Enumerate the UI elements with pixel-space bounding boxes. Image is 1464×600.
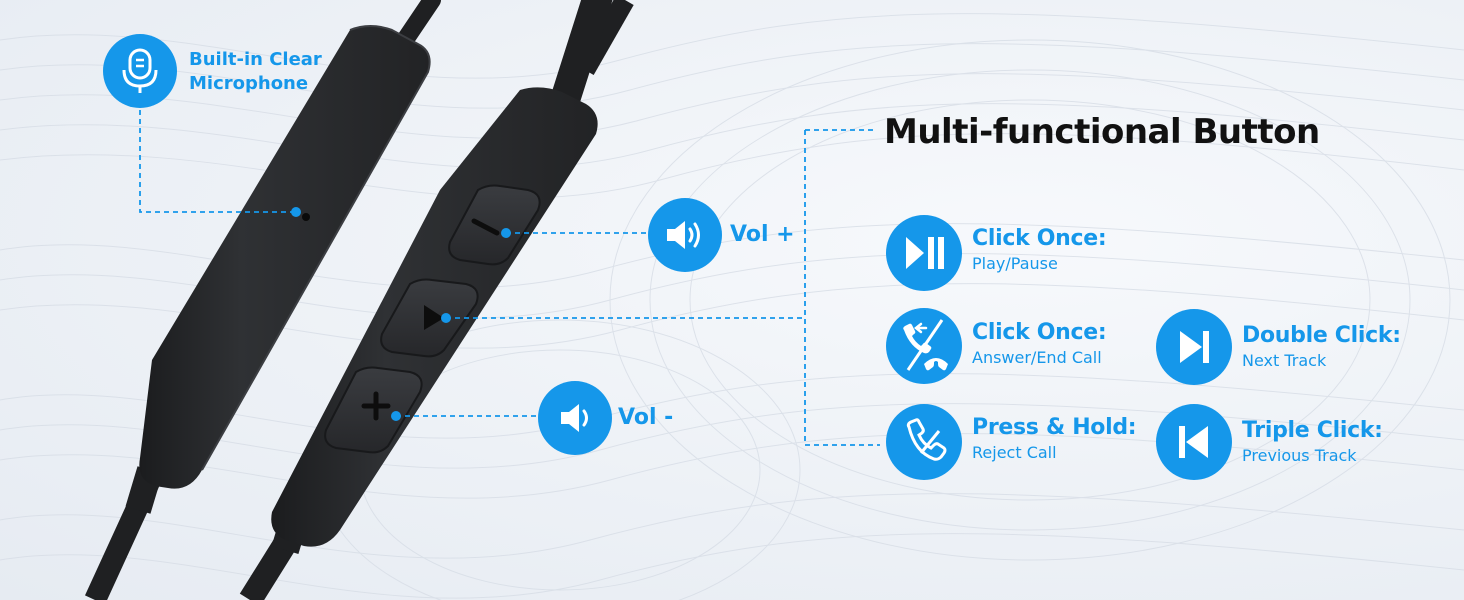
func-title-reject-call: Press & Hold:: [972, 415, 1137, 440]
func-desc-play-pause: Play/Pause: [972, 254, 1058, 273]
connector-lines: [139, 110, 880, 446]
connector-dots: [291, 207, 511, 421]
microphone-icon: [103, 34, 177, 108]
multi-function-title: Multi-functional Button: [884, 112, 1320, 152]
speaker-loud-icon: [648, 198, 722, 272]
speaker-soft-icon: [538, 381, 612, 455]
microphone-label: Built-in Clear Microphone: [189, 49, 322, 94]
next-track-icon: [1156, 309, 1232, 385]
func-desc-previous-track: Previous Track: [1242, 446, 1357, 465]
previous-track-icon: [1156, 404, 1232, 480]
minus-button-shape: [448, 184, 541, 266]
vol-plus-label: Vol +: [730, 222, 795, 247]
reject-call-icon: [886, 404, 962, 480]
vol-minus-label: Vol -: [618, 405, 674, 430]
func-desc-reject-call: Reject Call: [972, 443, 1057, 462]
button-remote: [271, 87, 598, 547]
func-title-previous-track: Triple Click:: [1242, 418, 1383, 443]
func-title-next-track: Double Click:: [1242, 323, 1401, 348]
func-title-answer-end-call: Click Once:: [972, 320, 1107, 345]
microphone-remote: [139, 25, 431, 489]
play-pause-icon: [886, 215, 962, 291]
func-title-play-pause: Click Once:: [972, 226, 1107, 251]
plus-button-shape: [324, 366, 423, 454]
mic-hole: [302, 213, 310, 221]
func-desc-answer-end-call: Answer/End Call: [972, 348, 1102, 367]
answer-end-call-icon: [886, 308, 962, 384]
func-desc-next-track: Next Track: [1242, 351, 1327, 370]
